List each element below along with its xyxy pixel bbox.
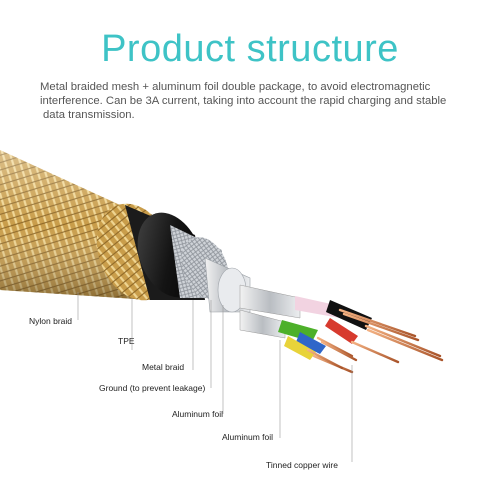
description-line: interference. Can be 3A current, taking … [40, 95, 447, 107]
page-title: Product structure [101, 28, 399, 70]
label-aluminum-foil: Aluminum foil [222, 432, 274, 442]
label-tpe: TPE [118, 336, 135, 346]
label-nylon-braid: Nylon braid [29, 316, 72, 326]
nylon-braid-sheath [0, 150, 174, 301]
inner-wires [239, 284, 444, 374]
label-tinned-copper-wire: Tinned copper wire [266, 460, 338, 470]
copper-strands [306, 308, 444, 374]
description: Metal braided mesh + aluminum foil doubl… [40, 80, 480, 122]
label-ground: Ground (to prevent leakage) [99, 383, 206, 393]
leader-lines [77, 292, 353, 462]
description-line: Metal braided mesh + aluminum foil doubl… [40, 81, 431, 93]
label-metal-braid: Metal braid [142, 362, 185, 372]
description-line: data transmission. [43, 109, 135, 121]
label-aluminum-foil: Aluminum foil [172, 409, 224, 419]
